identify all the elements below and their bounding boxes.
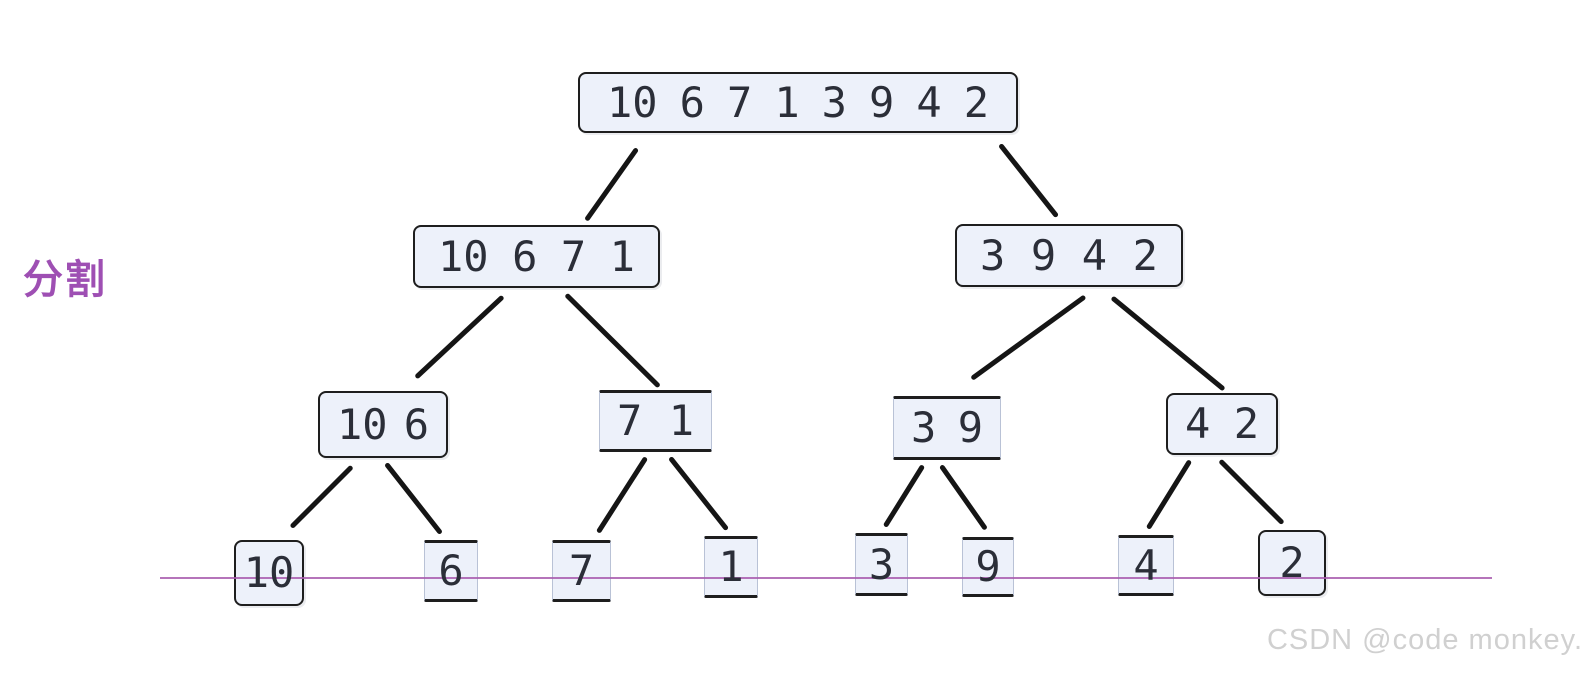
array-value: 9 [869,77,895,127]
array-value: 1 [774,77,800,127]
tree-edge [882,463,926,528]
array-value: 1 [668,396,694,445]
array-value: 9 [957,403,983,452]
tree-edge [1110,295,1226,391]
array-node-level2-left: 10 6 7 1 [413,225,660,288]
array-node-root: 10 6 7 1 3 9 4 2 [578,72,1018,133]
tree-edge [1218,458,1285,525]
array-value: 7 [617,396,643,445]
array-value: 10 [243,548,295,597]
tree-edge [938,463,989,531]
array-node-leaf-7: 7 [552,540,611,602]
array-value: 3 [821,77,847,127]
array-value: 2 [1279,538,1305,587]
array-node-leaf-2: 2 [1258,530,1326,596]
tree-edge [998,142,1059,218]
array-value: 4 [1081,230,1108,280]
tree-edge [595,455,649,534]
csdn-watermark: CSDN @code monkey. [1266,624,1583,656]
array-value: 2 [963,77,989,127]
array-node-pair-7-1: 7 1 [599,390,712,452]
array-value: 3 [868,539,895,589]
array-value: 10 [438,231,489,281]
array-value: 3 [980,230,1006,280]
array-value: 6 [438,546,464,595]
tree-edge [668,455,729,531]
array-value: 6 [512,231,538,281]
array-node-pair-4-2: 4 2 [1166,393,1278,455]
tree-edge [1145,458,1193,530]
split-finished-divider-line [160,577,1492,579]
array-node-pair-10-6: 10 6 [318,391,448,458]
array-value: 10 [337,399,388,449]
array-value: 1 [609,231,635,281]
array-value: 1 [718,542,744,591]
tree-edge [384,461,443,535]
tree-edge [564,292,661,388]
array-value: 7 [726,77,753,127]
array-value: 6 [403,399,429,449]
array-node-leaf-3: 3 [855,533,908,596]
array-value: 9 [1030,230,1057,280]
array-node-level2-right: 3 9 4 2 [955,224,1183,287]
array-node-pair-3-9: 3 9 [893,396,1001,460]
tree-edge [289,464,354,529]
array-node-leaf-9: 9 [962,537,1014,597]
array-value: 2 [1132,230,1158,280]
array-node-leaf-10: 10 [234,540,304,606]
array-node-leaf-6: 6 [424,540,478,602]
array-value: 4 [916,77,942,127]
array-node-leaf-4: 4 [1118,535,1174,596]
array-node-leaf-1: 1 [704,536,758,598]
array-value: 3 [911,403,937,452]
tree-edge [583,146,640,222]
array-value: 9 [975,542,1001,591]
array-value: 6 [679,77,705,127]
tree-edge [970,293,1087,381]
array-value: 10 [607,77,658,127]
array-value: 4 [1133,540,1159,590]
array-value: 7 [568,546,595,595]
array-value: 4 [1185,399,1211,448]
array-value: 7 [560,231,587,281]
split-phase-label: 分割 [23,258,107,302]
array-value: 2 [1233,399,1259,448]
tree-edge [414,294,505,379]
